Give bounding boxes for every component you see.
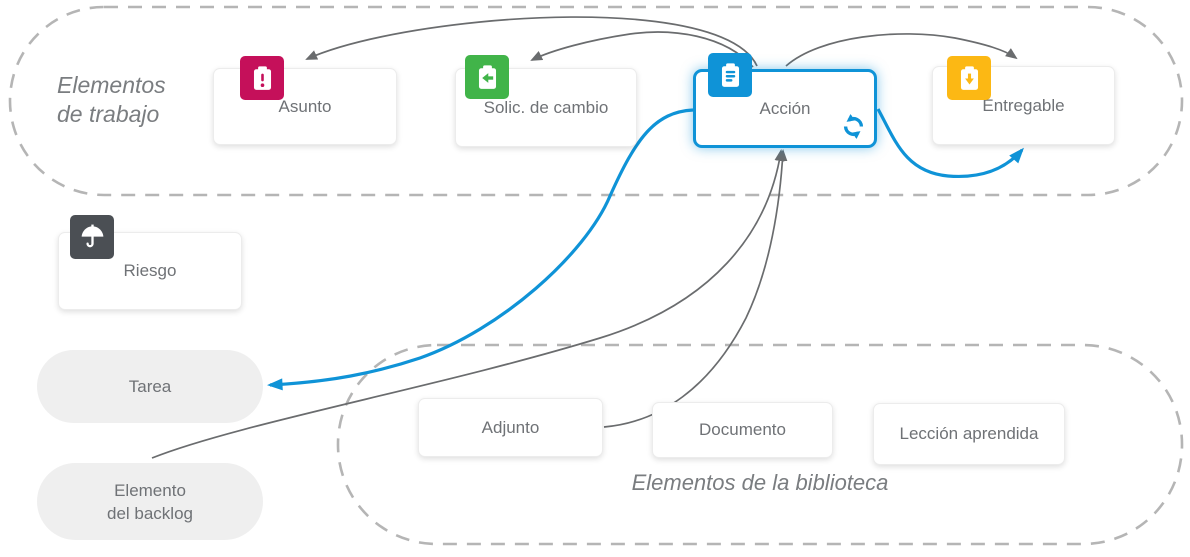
node-label: Solic. de cambio bbox=[483, 97, 609, 117]
node-elemento-del-backlog[interactable]: Elemento del backlog bbox=[37, 463, 263, 540]
connector-accion-entregable bbox=[785, 33, 1018, 67]
work-items-label-line2: de trabajo bbox=[57, 101, 160, 127]
node-label: Tarea bbox=[128, 377, 172, 396]
clipboard-arrow-down-icon bbox=[960, 65, 978, 90]
solic-badge bbox=[465, 55, 509, 99]
node-label: Asunto bbox=[278, 96, 332, 116]
node-label: Riesgo bbox=[123, 261, 177, 280]
connector-accion-tarea bbox=[267, 108, 694, 391]
connector-accion-entregable-blue bbox=[876, 108, 1024, 179]
node-accion[interactable]: Acción bbox=[693, 53, 877, 148]
node-solic-de-cambio[interactable]: Solic. de cambio bbox=[455, 55, 637, 147]
sync-icon bbox=[840, 113, 867, 140]
node-label-line2: del backlog bbox=[106, 503, 193, 523]
clipboard-list-icon bbox=[721, 62, 739, 87]
connector-backlog-accion bbox=[151, 149, 785, 459]
node-leccion-aprendida[interactable]: Lección aprendida bbox=[873, 403, 1065, 465]
library-region-outline bbox=[336, 343, 1184, 546]
node-label: Entregable bbox=[982, 95, 1065, 115]
connector-accion-solic bbox=[530, 31, 754, 68]
node-label-line1: Elemento bbox=[114, 480, 186, 500]
node-label: Adjunto bbox=[481, 417, 540, 437]
node-documento[interactable]: Documento bbox=[652, 402, 833, 458]
asunto-badge bbox=[240, 56, 284, 100]
umbrella-icon bbox=[81, 224, 103, 247]
node-label: Acción bbox=[759, 98, 811, 118]
clipboard-exclamation-icon bbox=[253, 65, 271, 90]
node-adjunto[interactable]: Adjunto bbox=[418, 398, 603, 457]
node-tarea[interactable]: Tarea bbox=[37, 350, 263, 423]
work-items-region-outline bbox=[8, 5, 1184, 197]
node-label: Documento bbox=[699, 420, 786, 439]
node-entregable[interactable]: Entregable bbox=[932, 56, 1115, 145]
connector-accion-asunto bbox=[305, 16, 758, 67]
node-label: Lección aprendida bbox=[899, 424, 1039, 443]
node-asunto[interactable]: Asunto bbox=[213, 56, 397, 145]
work-items-label-line1: Elementos bbox=[57, 72, 166, 98]
accion-badge bbox=[708, 53, 752, 97]
library-region-label: Elementos de la biblioteca bbox=[631, 470, 889, 495]
clipboard-arrow-left-icon bbox=[478, 64, 496, 89]
work-items-region-label: Elementos de trabajo bbox=[57, 71, 166, 129]
riesgo-badge bbox=[70, 215, 114, 259]
node-riesgo[interactable]: Riesgo bbox=[58, 215, 242, 310]
connector-adjunto-accion bbox=[603, 149, 788, 428]
entregable-badge bbox=[947, 56, 991, 100]
